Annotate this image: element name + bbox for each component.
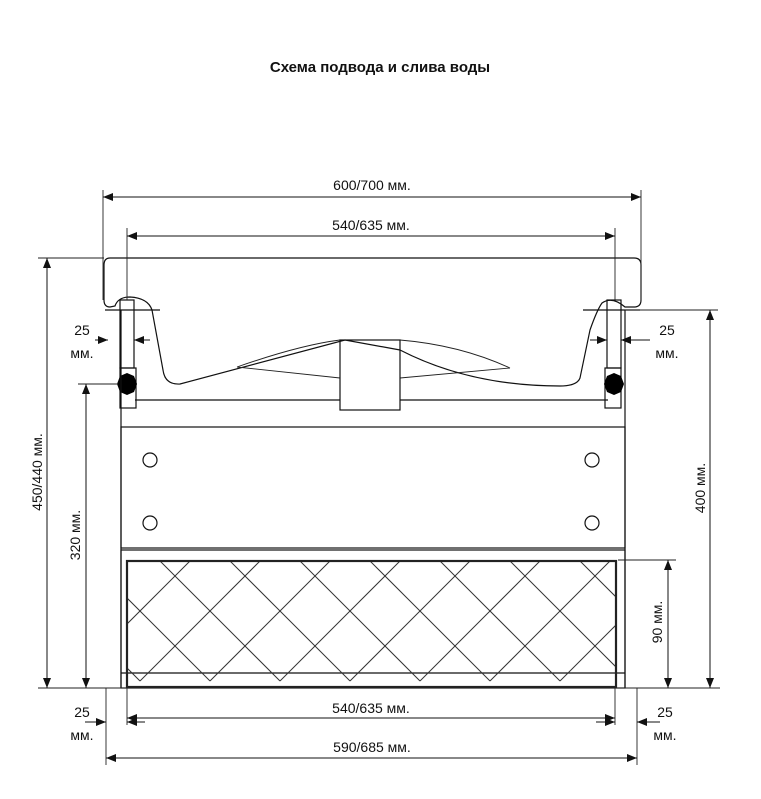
right-valve-icon bbox=[604, 373, 624, 395]
right-offset-top-value: 25 bbox=[659, 322, 675, 338]
hatch-line bbox=[127, 667, 141, 682]
hatch-line bbox=[127, 561, 191, 625]
hatch-line bbox=[279, 561, 401, 682]
left-offset-top-unit: мм. bbox=[70, 345, 93, 361]
basin-bowl bbox=[236, 339, 511, 369]
hatch-line bbox=[0, 541, 140, 681]
drawer-front bbox=[125, 559, 618, 689]
drawer-height-label: 90 мм. bbox=[649, 601, 665, 644]
cabinet-top-panel bbox=[120, 426, 626, 549]
left-offset-bottom-value: 25 bbox=[74, 704, 90, 720]
total-width-label: 600/700 мм. bbox=[333, 177, 411, 193]
hatch-line bbox=[0, 541, 70, 681]
mount-hole bbox=[584, 452, 600, 468]
right-offset-top-unit: мм. bbox=[655, 345, 678, 361]
mount-hole bbox=[584, 515, 600, 531]
hatch-line bbox=[0, 541, 70, 681]
left-offset-bottom-unit: мм. bbox=[70, 727, 93, 743]
mount-hole bbox=[142, 515, 158, 531]
left-valve-icon bbox=[117, 373, 137, 395]
right-offset-bottom-unit: мм. bbox=[653, 727, 676, 743]
cabinet-width-label: 590/685 мм. bbox=[333, 739, 411, 755]
right-offset-bottom-value: 25 bbox=[657, 704, 673, 720]
drawer-hatch bbox=[0, 541, 761, 682]
countertop bbox=[103, 257, 642, 387]
hatch-line bbox=[349, 561, 471, 682]
hatch-line bbox=[139, 561, 261, 682]
supply-height-label: 320 мм. bbox=[67, 510, 83, 560]
hatch-line bbox=[700, 541, 761, 681]
total-height-label: 450/440 мм. bbox=[29, 433, 45, 511]
bottom-inner-width-label: 540/635 мм. bbox=[332, 700, 410, 716]
drain-siphon bbox=[339, 339, 401, 411]
hatch-line bbox=[579, 561, 616, 598]
hatch-line bbox=[419, 561, 541, 682]
drain-height-label: 400 мм. bbox=[692, 463, 708, 513]
hatch-line bbox=[700, 541, 761, 681]
hatch-line bbox=[559, 624, 616, 682]
basin-width-label: 540/635 мм. bbox=[332, 217, 410, 233]
mount-hole bbox=[142, 452, 158, 468]
hatch-line bbox=[209, 561, 331, 682]
left-offset-top-value: 25 bbox=[74, 322, 90, 338]
hatch-line bbox=[489, 561, 611, 682]
diagram-title: Схема подвода и слива воды bbox=[270, 59, 490, 76]
